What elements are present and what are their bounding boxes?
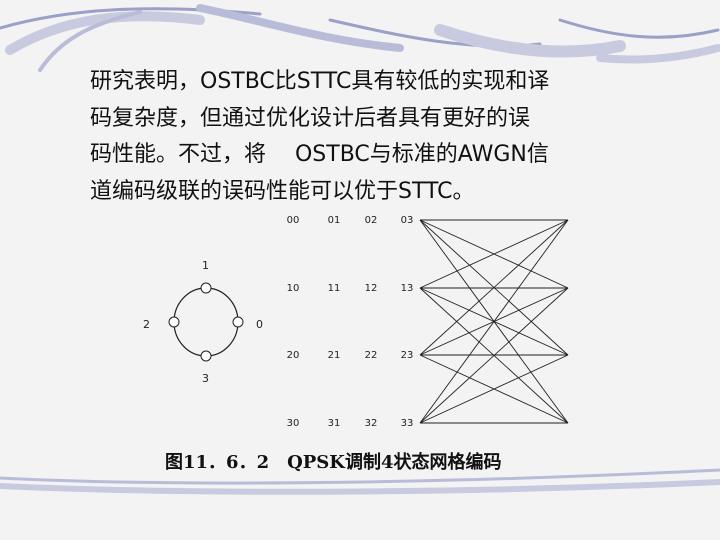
paragraph-line: 码性能。不过，将 OSTBC与标准的AWGN信 [90, 142, 549, 167]
paragraph-line: 道编码级联的误码性能可以优于STTC。 [90, 178, 475, 204]
qpsk-constellation: 0 1 2 3 [143, 259, 263, 385]
trellis-label: 21 [328, 350, 341, 361]
trellis-label: 33 [401, 418, 414, 429]
constellation-point-0 [232, 316, 244, 328]
constellation-circle [173, 287, 239, 357]
trellis-label: 30 [287, 418, 300, 429]
trellis-edge [419, 354, 569, 424]
trellis-label: 10 [287, 283, 300, 294]
constellation-label-0: 0 [256, 318, 263, 331]
constellation-label-3: 3 [202, 372, 209, 385]
trellis-label: 00 [287, 215, 300, 226]
constellation-point-1 [200, 282, 212, 294]
trellis-labels: 00 01 02 03 10 11 12 13 20 21 22 23 30 31 32 33 [287, 215, 414, 429]
trellis-label: 11 [328, 283, 341, 294]
paragraph-line: 码复杂度，但通过优化设计后者具有更好的误 [90, 105, 531, 131]
constellation-label-2: 2 [143, 318, 150, 331]
constellation-label-1: 1 [202, 259, 209, 272]
trellis-label: 01 [328, 215, 341, 226]
constellation-point-3 [200, 350, 212, 362]
trellis-edge [419, 219, 569, 424]
trellis-label: 32 [365, 418, 378, 429]
trellis-label: 13 [401, 283, 414, 294]
trellis-label: 20 [287, 350, 300, 361]
trellis-edge [419, 219, 569, 289]
trellis-label: 12 [365, 283, 378, 294]
trellis-edge [419, 287, 569, 424]
paragraph-line: 研究表明，OSTBC比STTC具有较低的实现和译 [90, 69, 550, 94]
trellis-label: 31 [328, 418, 341, 429]
figure-caption: 图11．6．2 QPSK调制4状态网格编码 [165, 452, 502, 473]
trellis-edges [419, 219, 569, 424]
trellis-label: 03 [401, 215, 414, 226]
trellis-label: 22 [365, 350, 378, 361]
body-paragraph: 研究表明，OSTBC比STTC具有较低的实现和译 码复杂度，但通过优化设计后者具… [90, 64, 670, 210]
trellis-edge [419, 219, 569, 356]
trellis-label: 02 [365, 215, 378, 226]
constellation-point-2 [168, 316, 180, 328]
trellis-label: 23 [401, 350, 414, 361]
